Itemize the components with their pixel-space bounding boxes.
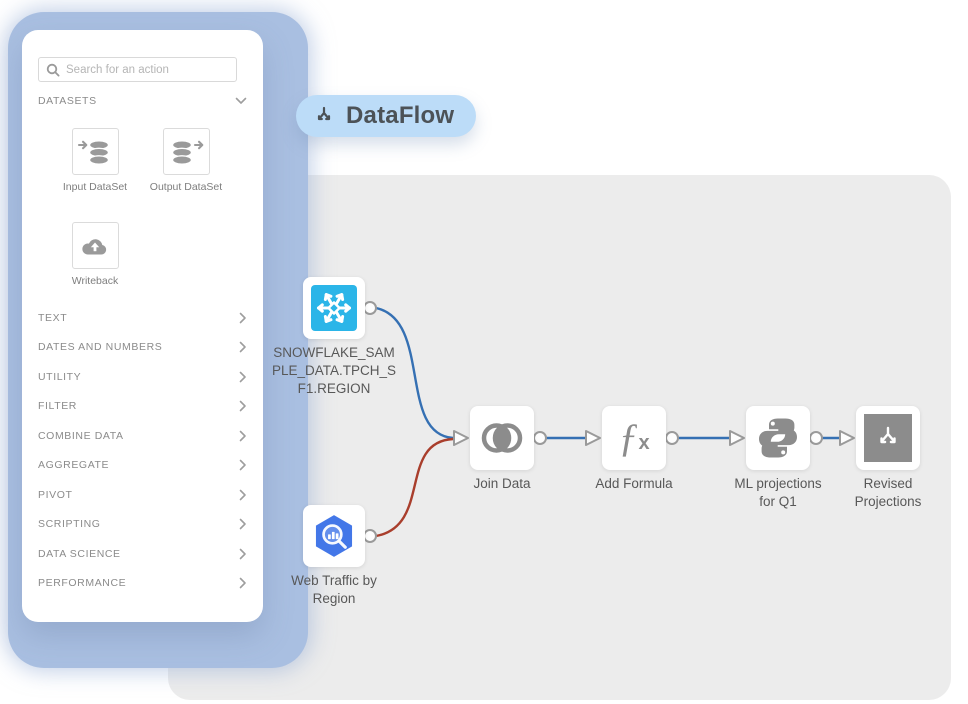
join-venn-icon (478, 414, 526, 462)
node-label-python: ML projections for Q1 (734, 476, 822, 509)
database-input-icon (77, 136, 113, 168)
chevron-right-icon (239, 341, 247, 353)
node-snowflake-input[interactable] (303, 277, 365, 339)
sidebar-item-aggregate[interactable]: AGGREGATE (22, 451, 263, 481)
sidebar-item-utility[interactable]: UTILITY (22, 362, 263, 392)
sidebar-item-pivot[interactable]: PIVOT (22, 480, 263, 510)
action-sidebar: DATASETS (22, 30, 263, 622)
chevron-right-icon (239, 459, 247, 471)
chevron-right-icon (239, 312, 247, 324)
badge-label: DataFlow (346, 102, 455, 129)
dataflow-branch-icon (312, 104, 336, 128)
sidebar-item-filter[interactable]: FILTER (22, 392, 263, 422)
tile-label: Output DataSet (149, 181, 223, 193)
input-dataset-tile[interactable]: Input DataSet (49, 128, 141, 193)
sidebar-item-data-science[interactable]: DATA SCIENCE (22, 539, 263, 569)
search-input[interactable] (66, 63, 229, 76)
output-dataset-tile[interactable]: Output DataSet (140, 128, 232, 193)
chevron-right-icon (239, 489, 247, 501)
python-icon (755, 415, 801, 461)
node-ml-projections[interactable] (746, 406, 810, 470)
dataflow-badge: DataFlow (296, 95, 477, 137)
sidebar-item-scripting[interactable]: SCRIPTING (22, 510, 263, 540)
node-label-snowflake: SNOWFLAKE_SAM PLE_DATA.TPCH_S F1.REGION (271, 345, 397, 396)
sidebar-item-combine-data[interactable]: COMBINE DATA (22, 421, 263, 451)
datasets-header-label: DATASETS (38, 95, 97, 107)
node-revised-projections[interactable] (856, 406, 920, 470)
search-icon (46, 63, 60, 77)
node-label-formula: Add Formula (595, 476, 673, 491)
action-search[interactable] (38, 57, 237, 82)
chevron-right-icon (239, 518, 247, 530)
node-label-output: Revised Projections (854, 476, 922, 509)
chevron-right-icon (239, 577, 247, 589)
cloud-upload-icon (79, 234, 111, 258)
node-bigquery-input[interactable] (303, 505, 365, 567)
datasets-section-header[interactable]: DATASETS (22, 92, 263, 110)
node-join-data[interactable] (470, 406, 534, 470)
node-label-join: Join Data (473, 476, 531, 491)
category-list: TEXT DATES AND NUMBERS UTILITY FILTER CO… (22, 303, 263, 598)
sidebar-item-performance[interactable]: PERFORMANCE (22, 569, 263, 599)
chevron-right-icon (239, 400, 247, 412)
tile-label: Input DataSet (62, 181, 128, 193)
chevron-right-icon (239, 371, 247, 383)
sidebar-item-dates-and-numbers[interactable]: DATES AND NUMBERS (22, 333, 263, 363)
tile-label: Writeback (71, 275, 119, 287)
dataflow-branch-icon (864, 414, 912, 462)
bigquery-icon (310, 512, 358, 560)
sidebar-item-text[interactable]: TEXT (22, 303, 263, 333)
chevron-down-icon (235, 97, 247, 105)
writeback-tile[interactable]: Writeback (49, 222, 141, 287)
node-label-bigquery: Web Traffic by Region (291, 573, 377, 606)
chevron-right-icon (239, 430, 247, 442)
chevron-right-icon (239, 548, 247, 560)
snowflake-icon (311, 285, 357, 331)
database-output-icon (168, 136, 204, 168)
